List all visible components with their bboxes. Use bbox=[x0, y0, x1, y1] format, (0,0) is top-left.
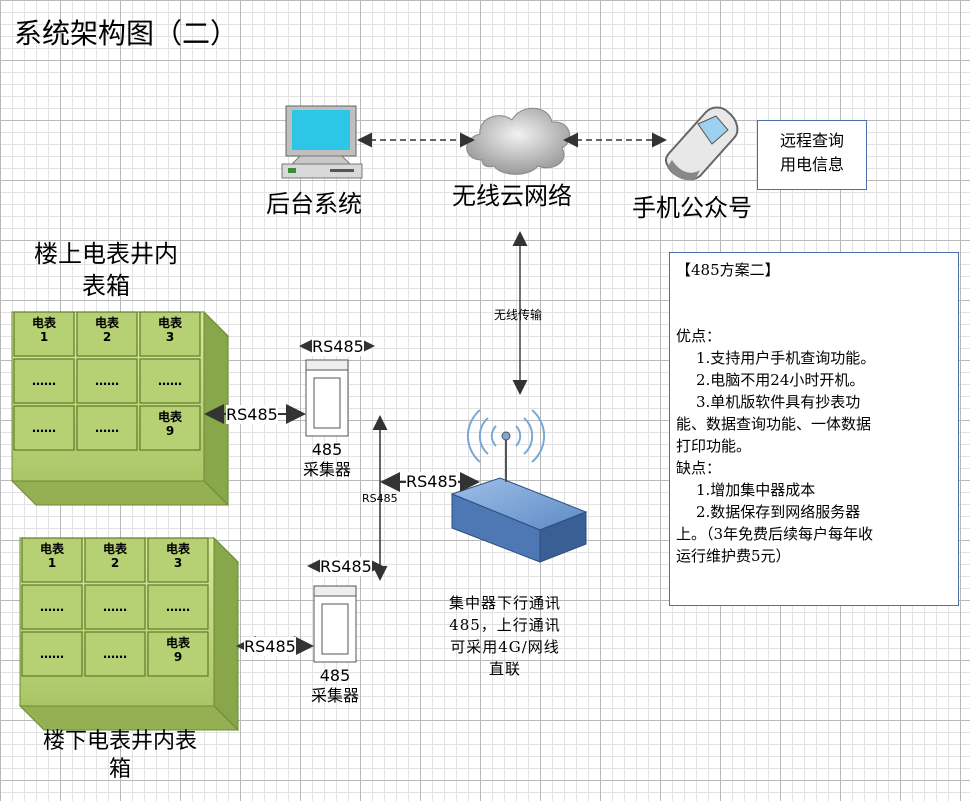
collector-top bbox=[305, 359, 349, 437]
backend-label: 后台系统 bbox=[266, 190, 362, 218]
rs485-label-concentrator: RS485 bbox=[406, 472, 458, 491]
remote-query-line2: 用电信息 bbox=[779, 155, 844, 174]
remote-query-line1: 远程查询 bbox=[779, 131, 844, 150]
meter-label: 电表 bbox=[40, 541, 65, 556]
meter-number: 3 bbox=[166, 330, 174, 344]
meter-dots: …… bbox=[40, 647, 64, 661]
plan-con-2: 2.数据保存到网络服务器 bbox=[696, 503, 861, 521]
lower-box-label-line2: 箱 bbox=[108, 757, 131, 782]
lower-box-label: 楼下电表井内表 箱 bbox=[28, 728, 212, 784]
page-title: 系统架构图（二） bbox=[14, 17, 239, 50]
phone-icon bbox=[664, 106, 739, 181]
meter-dots: …… bbox=[158, 374, 182, 388]
meter-label: 电表 bbox=[158, 315, 183, 330]
upper-box-label: 楼上电表井内 表箱 bbox=[20, 238, 192, 302]
plan-spacer bbox=[676, 281, 952, 325]
plan-pro-2: 2.电脑不用24小时开机。 bbox=[696, 371, 865, 389]
meter-cell bbox=[139, 358, 201, 404]
meter-label: 电表 bbox=[166, 635, 191, 650]
computer-icon bbox=[281, 105, 363, 179]
antenna-signal-icon bbox=[466, 409, 546, 463]
plan-con-2-cont-2: 运行维护费5元） bbox=[676, 547, 791, 565]
meter-cell bbox=[13, 311, 75, 357]
rs485-label-top: RS485 bbox=[312, 337, 364, 356]
collector-top-line2: 采集器 bbox=[302, 460, 351, 479]
meter-dots: …… bbox=[40, 600, 64, 614]
meter-cell bbox=[76, 405, 138, 451]
plan-pro-3: 3.单机版软件具有抄表功 bbox=[696, 393, 861, 411]
concentrator-note-line1: 集中器下行通讯 bbox=[448, 594, 561, 612]
remote-query-box: 远程查询 用电信息 bbox=[757, 120, 867, 190]
meter-cell bbox=[13, 358, 75, 404]
upper-box-label-line1: 楼上电表井内 bbox=[34, 240, 178, 268]
collector-bottom bbox=[313, 585, 357, 663]
collector-bottom-line1: 485 bbox=[319, 666, 351, 685]
meter-cell bbox=[84, 584, 146, 630]
collector-bottom-line2: 采集器 bbox=[310, 686, 359, 705]
meter-dots: …… bbox=[32, 421, 56, 435]
meter-dots: …… bbox=[103, 647, 127, 661]
concentrator-note-line3: 可采用4G/网线 bbox=[450, 638, 560, 656]
meter-cell bbox=[147, 631, 209, 677]
meter-number: 1 bbox=[40, 330, 48, 344]
meter-label: 电表 bbox=[95, 315, 120, 330]
meter-cell bbox=[76, 358, 138, 404]
meter-cell bbox=[13, 405, 75, 451]
meter-number: 9 bbox=[166, 424, 174, 438]
meter-cell bbox=[139, 405, 201, 451]
concentrator-device bbox=[450, 431, 588, 563]
plan-heading: 【485方案二】 bbox=[676, 261, 780, 279]
meter-cell bbox=[147, 584, 209, 630]
meter-number: 2 bbox=[103, 330, 111, 344]
plan-cons-title: 缺点： bbox=[676, 459, 722, 477]
plan-pro-1: 1.支持用户手机查询功能。 bbox=[696, 349, 876, 367]
cloud-icon bbox=[466, 107, 571, 175]
plan-con-1: 1.增加集中器成本 bbox=[696, 481, 816, 499]
cloud-label: 无线云网络 bbox=[452, 182, 572, 210]
meter-number: 1 bbox=[48, 556, 56, 570]
plan-pro-3-cont-2: 打印功能。 bbox=[676, 437, 752, 455]
meter-dots: …… bbox=[103, 600, 127, 614]
rs485-label-lower: RS485 bbox=[244, 637, 296, 656]
meter-label: 电表 bbox=[103, 541, 128, 556]
meter-dots: …… bbox=[95, 374, 119, 388]
concentrator-note-line2: 485，上行通讯 bbox=[449, 616, 561, 634]
concentrator-note-line4: 直联 bbox=[488, 660, 521, 678]
meter-dots: …… bbox=[95, 421, 119, 435]
wireless-label: 无线传输 bbox=[494, 308, 543, 322]
meter-cell bbox=[21, 584, 83, 630]
meter-label: 电表 bbox=[32, 315, 57, 330]
meter-number: 3 bbox=[174, 556, 182, 570]
meter-cell bbox=[21, 537, 83, 583]
meter-cell bbox=[76, 311, 138, 357]
concentrator-note: 集中器下行通讯 485，上行通讯 可采用4G/网线 直联 bbox=[420, 592, 590, 680]
meter-dots: …… bbox=[166, 600, 190, 614]
meter-cell bbox=[84, 537, 146, 583]
collector-top-line1: 485 bbox=[311, 440, 343, 459]
upper-box-label-line2: 表箱 bbox=[82, 272, 130, 300]
meter-number: 9 bbox=[174, 650, 182, 664]
rs485-label-vertical: RS485 bbox=[362, 492, 398, 505]
rs485-label-upper: RS485 bbox=[226, 405, 278, 424]
meter-label: 电表 bbox=[166, 541, 191, 556]
phone-label: 手机公众号 bbox=[632, 194, 752, 222]
plan-con-2-cont-1: 上。（3年免费后续每户每年收 bbox=[676, 525, 874, 543]
meter-cell bbox=[139, 311, 201, 357]
meter-label: 电表 bbox=[158, 409, 183, 424]
meter-cell bbox=[84, 631, 146, 677]
meter-dots: …… bbox=[32, 374, 56, 388]
plan-pro-3-cont-1: 能、数据查询功能、一体数据 bbox=[676, 415, 872, 433]
lower-box-label-line1: 楼下电表井内表 bbox=[42, 729, 197, 754]
collector-top-label: 485 采集器 bbox=[290, 440, 364, 480]
meter-cell bbox=[147, 537, 209, 583]
meter-cell bbox=[21, 631, 83, 677]
meter-number: 2 bbox=[111, 556, 119, 570]
rs485-label-bottom: RS485 bbox=[320, 557, 372, 576]
plan-box: 【485方案二】 优点： 1.支持用户手机查询功能。 2.电脑不用24小时开机。… bbox=[669, 252, 959, 606]
plan-pros-title: 优点： bbox=[676, 327, 722, 345]
collector-bottom-label: 485 采集器 bbox=[298, 666, 372, 706]
